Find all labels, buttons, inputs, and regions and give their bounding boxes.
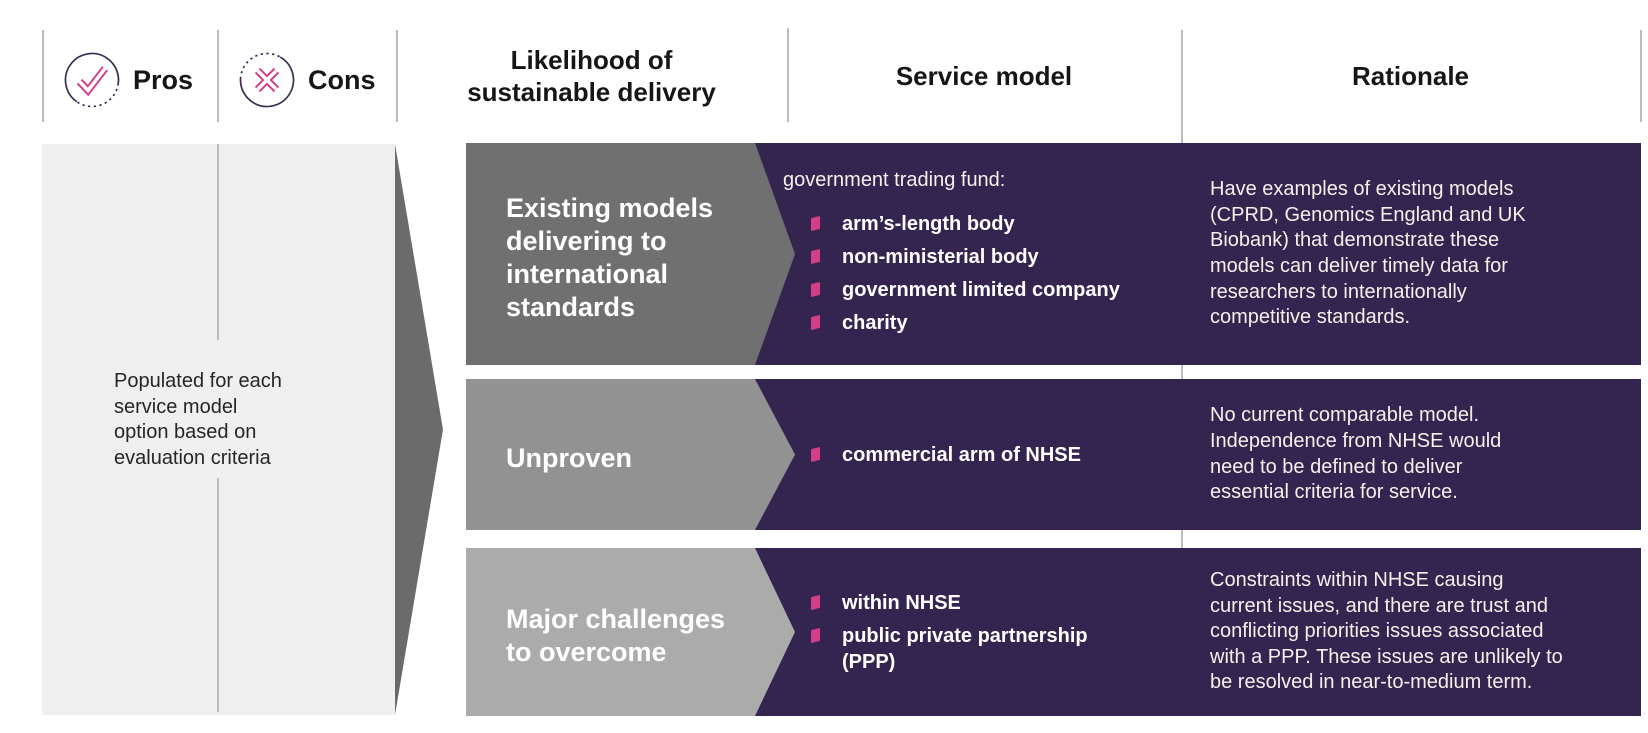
bullet-icon [811,314,820,331]
list-item: commercial arm of NHSE [811,442,1183,468]
bullet-icon [811,594,820,610]
service-model-intro: government trading fund: [783,168,1006,191]
bullet-icon [811,215,820,232]
cons-label: Cons [308,64,376,95]
service-item-label: non-ministerial body [842,246,1039,268]
annotation-text: Populated for each service model option … [114,370,282,469]
likelihood-label: Major challenges to overcome [506,604,726,667]
list-item: charity [811,310,1183,336]
service-model-cell: commercial arm of NHSE [783,379,1183,530]
list-item: public private partnership (PPP) [811,623,1183,675]
service-model-cell: within NHSE public private partnership (… [783,548,1183,716]
column-header-service-model: Service model [895,60,1073,91]
divider-right-edge [1640,30,1642,122]
annotation-line-top [217,144,219,340]
column-header-rationale: Rationale [1351,60,1470,91]
list-item: non-ministerial body [811,244,1183,270]
list-item: within NHSE [811,590,1183,616]
service-item-label: government limited company [842,279,1120,301]
divider-left-edge [42,30,44,122]
service-item-label: charity [842,312,908,334]
legend-pros: Pros [63,51,193,109]
service-item-label: within NHSE [842,591,961,614]
legend-cons: Cons [238,51,376,109]
divider-pros-cons [217,30,219,122]
rationale-text: Constraints within NHSE causing current … [1210,569,1563,694]
row-background [755,548,1641,716]
row-major-challenges: Major challenges to overcome within NHSE… [0,548,1648,716]
service-item-label: public private partnership (PPP) [842,624,1088,673]
row-background [755,143,1641,365]
rationale-text: No current comparable model. Independenc… [1210,404,1502,504]
likelihood-arrow [466,379,755,530]
bullet-icon [811,446,820,462]
rationale-text: Have examples of existing models (CPRD, … [1210,178,1526,329]
pros-check-icon [64,52,120,108]
row-background [755,379,1641,530]
bullet-icon [811,281,820,298]
divider-servicemodel-rationale [1181,30,1183,712]
service-item-label: arm’s-length body [842,213,1015,235]
service-item-label: commercial arm of NHSE [842,443,1081,466]
divider-cons-likelihood [396,30,398,122]
likelihood-arrow [466,548,755,716]
bullet-icon [811,248,820,265]
list-item: government limited company [811,277,1183,303]
likelihood-label: Unproven [506,443,633,473]
service-model-cell: government trading fund: arm’s-length bo… [783,143,1183,365]
bullet-icon [811,627,820,643]
column-header-likelihood: Likelihood of sustainable delivery [467,44,716,108]
pros-label: Pros [133,64,194,95]
likelihood-label: Existing models delivering to internatio… [506,193,714,322]
cons-cross-icon [239,52,295,108]
list-item: arm’s-length body [811,211,1183,237]
annotation-line-bottom [217,478,219,712]
row-existing-models: Existing models delivering to internatio… [0,143,1648,365]
likelihood-arrow [466,143,755,365]
row-unproven: Unproven commercial arm of NHSE No curre… [0,379,1648,530]
divider-likelihood-servicemodel [787,28,789,122]
